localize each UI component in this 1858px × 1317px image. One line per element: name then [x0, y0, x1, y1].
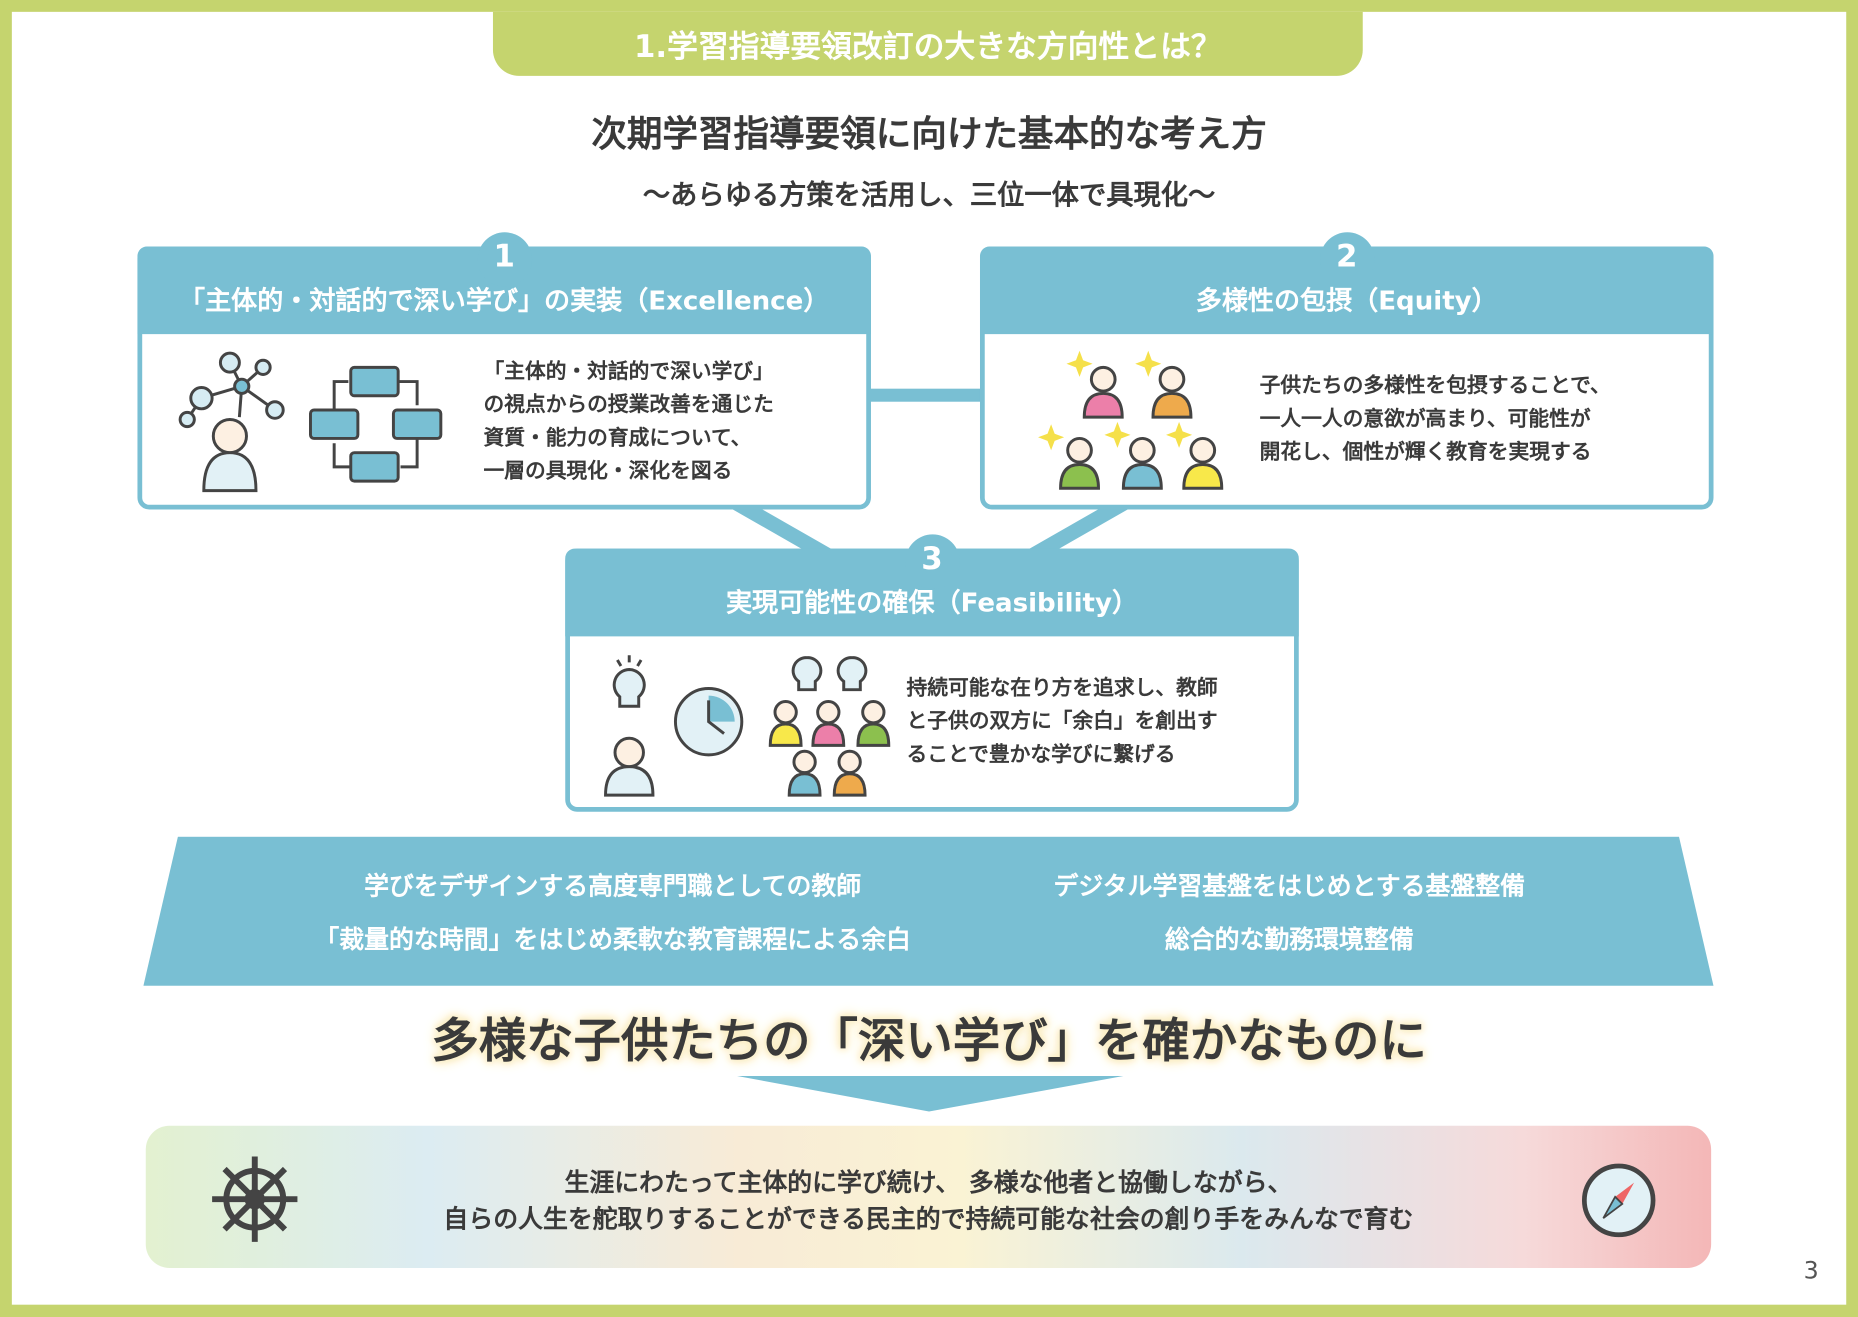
- goal-statement: 多様な子供たちの「深い学び」を確かなものに: [431, 1014, 1427, 1069]
- pillar-excellence: 「主体的・対話的で深い学び」の実装（Excellence） 1 「主体的・対話的…: [137, 232, 871, 510]
- vision-banner: [145, 1125, 1712, 1268]
- diverse-people-icon: [1038, 350, 1224, 490]
- page-number: 3: [1803, 1256, 1819, 1285]
- pillar-feasibility: 実現可能性の確保（Feasibility） 3 持続可能な在り方を追求し、教師 …: [565, 534, 1299, 812]
- pillar-number: 2: [1319, 232, 1375, 287]
- pillar-number: 1: [476, 232, 532, 287]
- pillar-header: 「主体的・対話的で深い学び」の実装（Excellence）: [137, 246, 871, 335]
- description-line: 一層の具現化・深化を図る: [483, 459, 733, 484]
- pillar-title: 実現可能性の確保（Feasibility）: [725, 588, 1139, 619]
- down-arrow-icon: [737, 1075, 1124, 1112]
- pillar-number: 3: [904, 534, 960, 589]
- connector-horizontal: [868, 388, 983, 402]
- description-line: の視点からの授業改善を通じた: [483, 393, 774, 418]
- foundation-item: 総合的な勤務環境整備: [1164, 925, 1414, 954]
- foundation-item: デジタル学習基盤をはじめとする基盤整備: [1053, 872, 1526, 901]
- foundation-item: 学びをデザインする高度専門職としての教師: [364, 872, 862, 901]
- description-line: 一人一人の意欲が高まり、可能性が: [1259, 407, 1591, 432]
- pillar-description: 持続可能な在り方を追求し、教師 と子供の双方に「余白」を創出す ることで豊かな学…: [907, 672, 1218, 772]
- connector-diagonals: [728, 507, 1132, 555]
- pillar-equity: 多様性の包摂（Equity） 2 子供たちの多様性を包摂することで、 一人一人の…: [979, 232, 1714, 510]
- description-line: 資質・能力の育成について、: [483, 426, 752, 451]
- vision-line: 自らの人生を舵取りすることができる民主的で持続可能な社会の創り手をみんなで育む: [443, 1205, 1414, 1234]
- pillar-title: 多様性の包摂（Equity）: [1195, 286, 1498, 317]
- section-title: 1.学習指導要領改訂の大きな方向性とは？: [633, 29, 1222, 65]
- ship-wheel-icon: [212, 1156, 298, 1242]
- teacher-clock-students-icon: [604, 655, 891, 797]
- description-line: ることで豊かな学びに繋げる: [906, 742, 1176, 767]
- foundation-trapezoid: [143, 836, 1714, 986]
- pillar-header: 多様性の包摂（Equity）: [979, 246, 1714, 335]
- description-line: 開花し、個性が輝く教育を実現する: [1259, 440, 1592, 465]
- section-title-tab: 1.学習指導要領改訂の大きな方向性とは？: [492, 11, 1363, 76]
- pillar-title: 「主体的・対話的で深い学び」の実装（Excellence）: [179, 286, 830, 317]
- pillar-description: 子供たちの多様性を包摂することで、 一人一人の意欲が高まり、可能性が 開花し、個…: [1260, 370, 1611, 470]
- compass-icon: [1581, 1163, 1656, 1238]
- page-subheading: 〜あらゆる方策を活用し、三位一体で具現化〜: [642, 180, 1216, 211]
- foundation-item: 「裁量的な時間」をはじめ柔軟な教育課程による余白: [314, 925, 911, 954]
- description-line: と子供の双方に「余白」を創出す: [906, 709, 1218, 734]
- description-line: 子供たちの多様性を包摂することで、: [1259, 374, 1611, 399]
- page-heading: 次期学習指導要領に向けた基本的な考え方: [591, 113, 1267, 156]
- network-person-cycle-icon: [178, 351, 443, 493]
- vision-line: 生涯にわたって主体的に学び続け、 多様な他者と協働しながら、: [564, 1168, 1293, 1197]
- description-line: 「主体的・対話的で深い学び」: [483, 360, 774, 384]
- description-line: 持続可能な在り方を追求し、教師: [906, 676, 1218, 701]
- pillar-description: 「主体的・対話的で深い学び」 の視点からの授業改善を通じた 資質・能力の育成につ…: [483, 355, 773, 488]
